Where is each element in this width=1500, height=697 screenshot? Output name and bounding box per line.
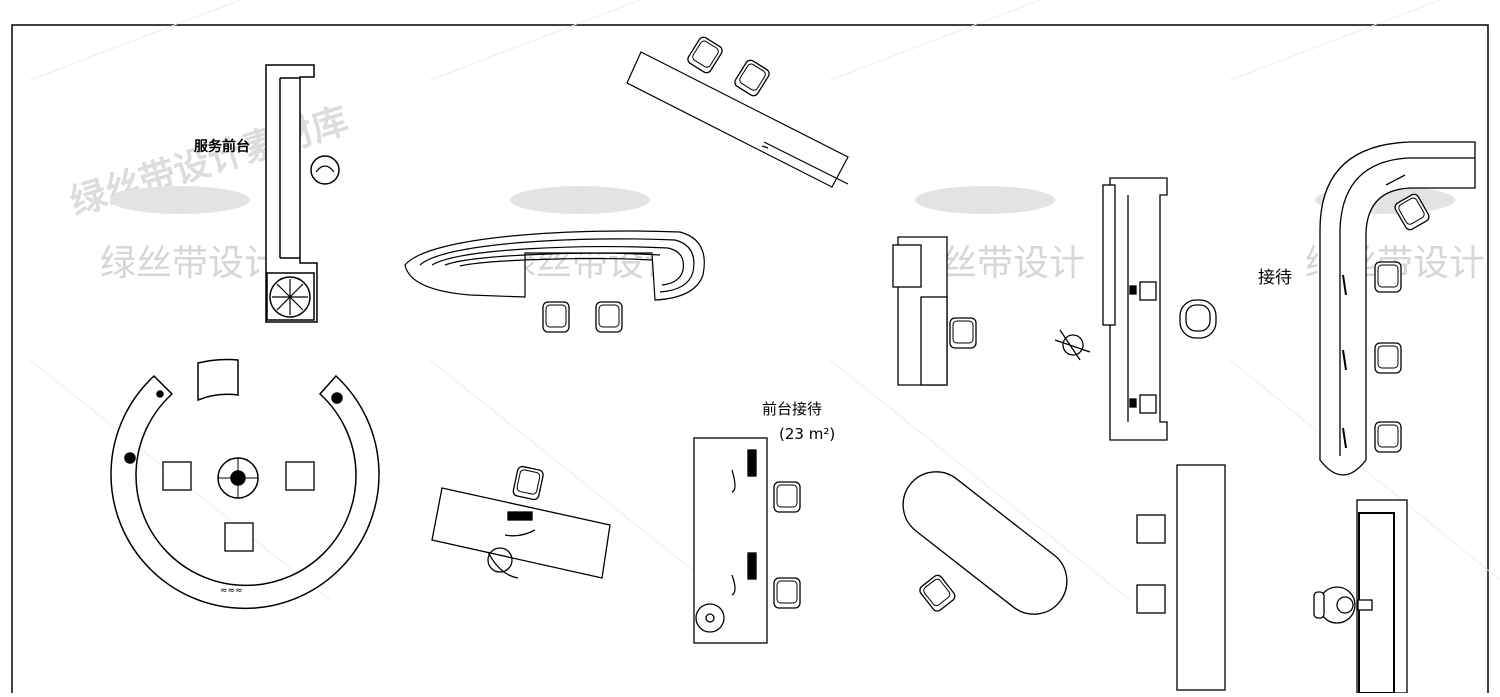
oval-table xyxy=(902,471,1068,615)
chair-icon xyxy=(1374,261,1402,293)
service-counter: 服务前台 xyxy=(194,64,340,323)
label-front-desk-area: (23 m²) xyxy=(779,425,835,443)
circular-reception-desk: ≈≈≈ xyxy=(110,358,380,610)
chair-icon xyxy=(1374,421,1402,453)
chair-icon xyxy=(773,481,801,513)
angled-desk xyxy=(626,34,849,188)
curved-reception-counter: 接待 xyxy=(1258,141,1476,476)
chair-icon xyxy=(285,461,315,491)
chair-icon xyxy=(542,301,570,333)
tilted-desk xyxy=(431,464,611,579)
person-icon xyxy=(695,603,725,633)
person-icon xyxy=(487,547,513,573)
label-front-desk: 前台接待 xyxy=(762,400,822,418)
tall-counter xyxy=(1136,464,1226,691)
chair-icon xyxy=(224,522,254,552)
narrow-counter xyxy=(1313,499,1408,694)
chair-icon xyxy=(773,577,801,609)
chair-icon xyxy=(1374,342,1402,374)
chair-icon xyxy=(595,301,623,333)
chair-icon xyxy=(949,317,977,349)
watermark-text: 绿丝带设计 xyxy=(100,243,280,284)
front-desk-reception: 前台接待 (23 m²) xyxy=(693,400,835,644)
chair-icon xyxy=(1136,514,1166,544)
elliptical-reception-desk xyxy=(404,230,705,333)
person-icon xyxy=(310,155,340,185)
plant-icon xyxy=(269,276,311,318)
person-icon xyxy=(1062,334,1084,356)
chair-icon xyxy=(511,464,545,502)
long-counter xyxy=(1054,177,1217,441)
small-workstation xyxy=(892,236,977,386)
chair-icon xyxy=(162,461,192,491)
label-service-counter: 服务前台 xyxy=(194,138,250,155)
chair-icon xyxy=(1136,584,1166,614)
label-reception: 接待 xyxy=(1258,268,1292,288)
svg-text:≈≈≈: ≈≈≈ xyxy=(220,586,243,596)
